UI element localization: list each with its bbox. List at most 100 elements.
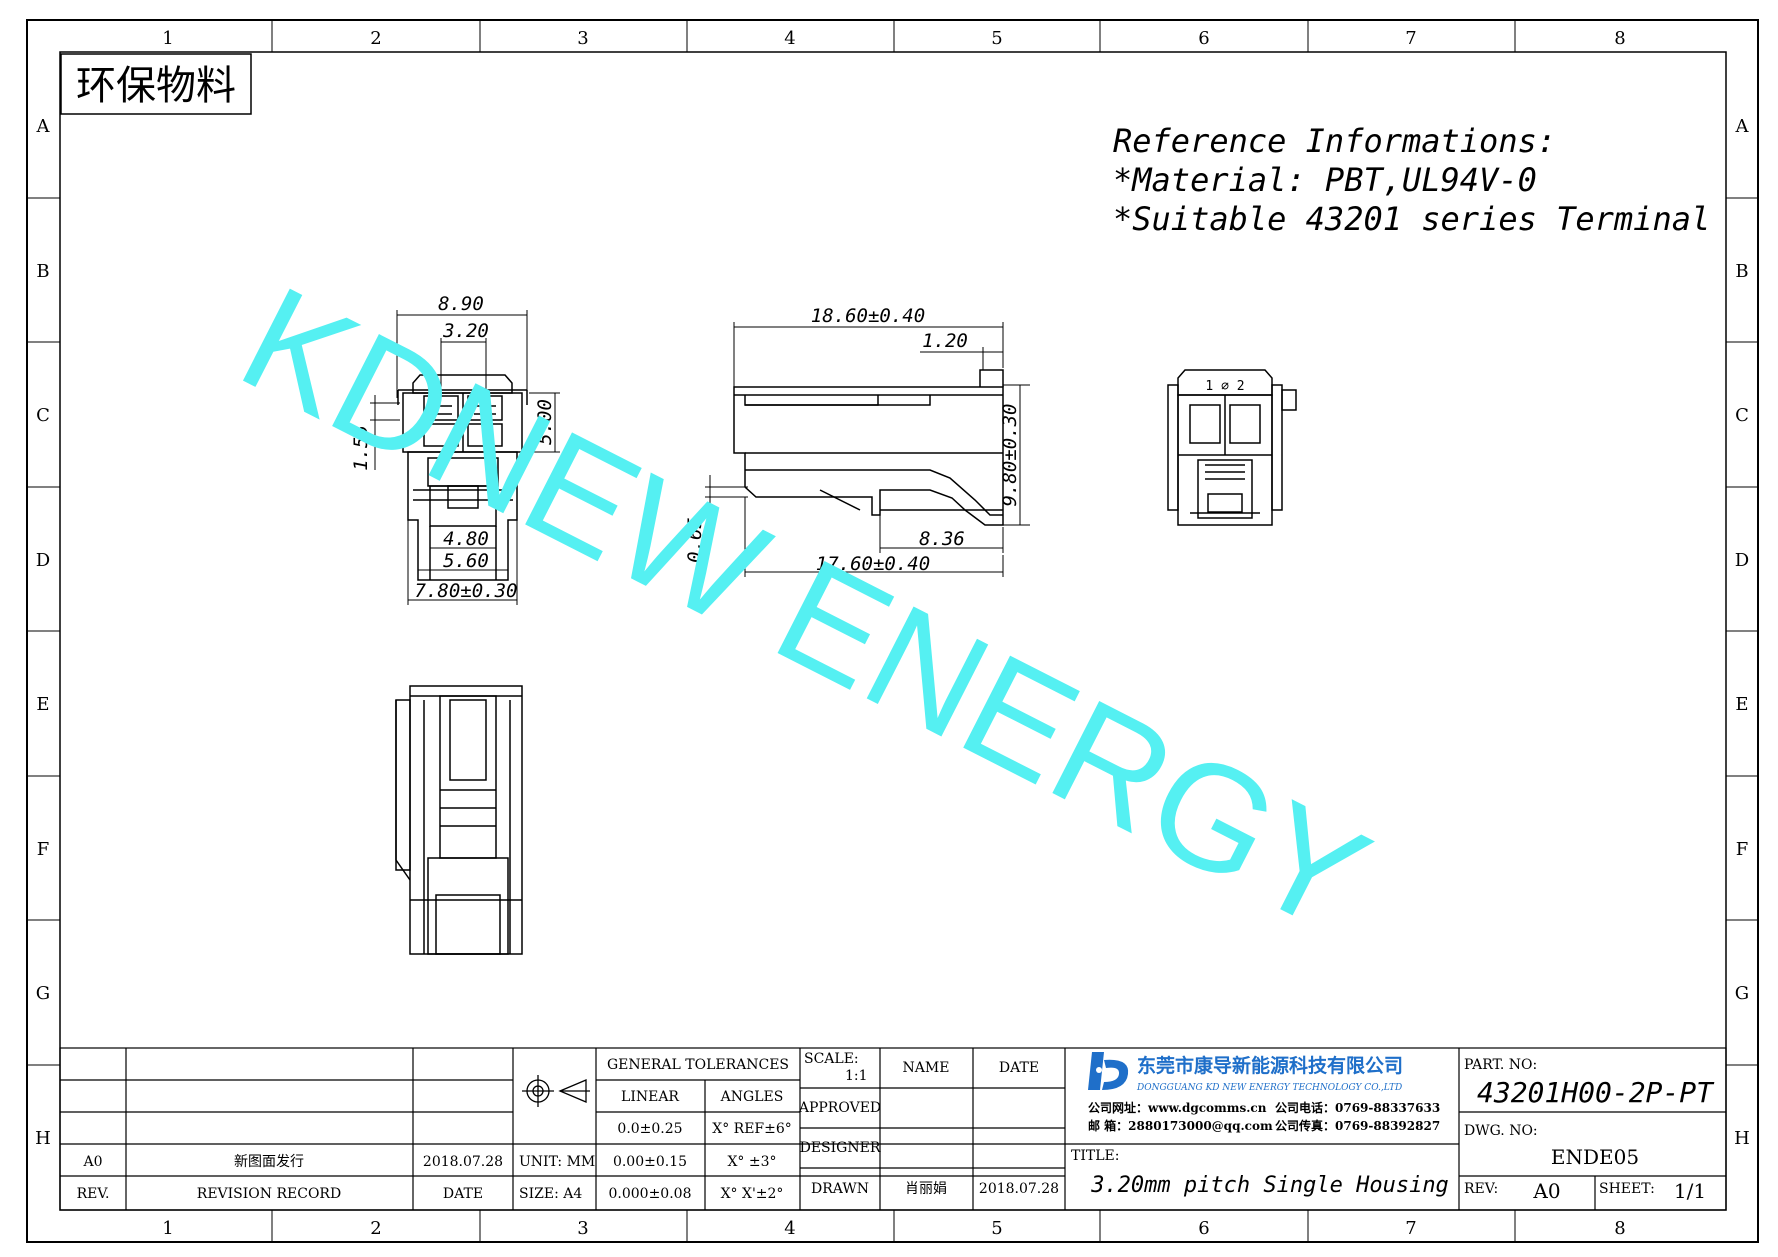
dwg-number: ENDE05 [1551, 1145, 1639, 1169]
zone-row-E-right: E [1735, 694, 1748, 715]
zone-col-6-top: 6 [1198, 28, 1209, 49]
company-block: 东莞市康导新能源科技有限公司 DONGGUANG KD NEW ENERGY T… [1088, 1052, 1440, 1133]
size-label: SIZE: A4 [519, 1186, 582, 1202]
company-name-en: DONGGUANG KD NEW ENERGY TECHNOLOGY CO.,L… [1136, 1083, 1402, 1093]
side-view [733, 369, 1004, 526]
sheet-value: 1/1 [1674, 1179, 1706, 1203]
company-fax: 公司传真：0769-88392827 [1275, 1118, 1440, 1133]
dim-side-length: 18.60±0.40 [811, 305, 925, 327]
company-phone: 公司电话：0769-88337633 [1275, 1100, 1440, 1115]
zone-col-2-bottom: 2 [370, 1218, 381, 1239]
reference-terminal: *Suitable 43201 series Terminal [1113, 200, 1710, 238]
revision-row-record: 新图面发行 [234, 1154, 304, 1170]
tolerance-angle-3: X° X'±2° [721, 1186, 784, 1202]
zone-col-4-bottom: 4 [784, 1218, 795, 1239]
tolerances-header: GENERAL TOLERANCES [607, 1057, 789, 1073]
front-view-dim-labels: 8.90 3.20 4.80 5.60 7.80±0.30 5.00 1.55 [350, 293, 556, 602]
company-email: 邮 箱：2880173000@qq.com [1088, 1118, 1273, 1133]
zone-col-6-bottom: 6 [1198, 1218, 1209, 1239]
dwg-no-label: DWG. NO: [1464, 1123, 1538, 1139]
part-number: 43201H00-2P-PT [1477, 1076, 1715, 1109]
zone-col-4-top: 4 [784, 28, 795, 49]
front-view [397, 374, 528, 581]
zone-row-E-left: E [36, 694, 49, 715]
watermark: KDNEW ENERGY [217, 254, 1392, 964]
reference-notes: Reference Informations: *Material: PBT,U… [1113, 122, 1710, 238]
zone-col-1-bottom: 1 [162, 1218, 173, 1239]
rear-view [1167, 369, 1297, 526]
revision-row-rev: A0 [82, 1154, 102, 1170]
date-column-header: DATE [443, 1186, 483, 1202]
side-view-dimensions [705, 322, 1030, 577]
zone-row-G-left: G [36, 983, 50, 1004]
zone-col-8-bottom: 8 [1614, 1218, 1625, 1239]
zone-col-5-bottom: 5 [991, 1218, 1002, 1239]
zone-row-B-right: B [1735, 261, 1748, 282]
tolerance-linear-1: 0.0±0.25 [617, 1121, 682, 1137]
sheet-label: SHEET: [1599, 1181, 1655, 1197]
dim-front-mid: 5.60 [443, 550, 489, 572]
name-header: NAME [903, 1060, 950, 1076]
zone-row-C-left: C [36, 405, 50, 426]
zone-col-5-top: 5 [991, 28, 1002, 49]
rev-column-header: REV. [77, 1186, 110, 1202]
dim-side-base: 17.60±0.40 [816, 553, 930, 575]
company-website: 公司网址：www.dgcomms.cn [1088, 1100, 1267, 1115]
zone-row-B-left: B [36, 261, 49, 282]
title-label: TITLE: [1071, 1148, 1119, 1164]
rear-view-cavity-marks: 1 ⌀ 2 [1205, 379, 1244, 394]
units-cells: UNIT: MM SIZE: A4 [519, 1154, 595, 1202]
zone-row-F-right: F [1736, 839, 1749, 860]
dim-side-tab: 1.20 [922, 330, 968, 352]
zone-col-3-bottom: 3 [577, 1218, 588, 1239]
tolerances-block: GENERAL TOLERANCES LINEAR ANGLES 0.0±0.2… [607, 1057, 792, 1202]
projection-symbol-icon [522, 1075, 590, 1107]
zone-row-C-right: C [1735, 405, 1749, 426]
scale-value: 1:1 [845, 1068, 868, 1084]
dim-front-inner: 4.80 [443, 528, 489, 550]
zone-row-H-left: H [35, 1128, 51, 1149]
angles-header: ANGLES [720, 1089, 784, 1105]
approval-date-header: DATE [999, 1060, 1039, 1076]
zone-row-H-right: H [1734, 1128, 1750, 1149]
revision-table: A0 新图面发行 2018.07.28 REV. REVISION RECORD… [77, 1154, 504, 1202]
dim-front-offset: 1.55 [350, 425, 372, 471]
revision-row-date: 2018.07.28 [423, 1154, 503, 1170]
bottom-view [395, 685, 523, 955]
zone-col-7-top: 7 [1405, 28, 1416, 49]
company-name-cn: 东莞市康导新能源科技有限公司 [1137, 1054, 1403, 1077]
zone-row-A-left: A [36, 116, 51, 137]
rev-label: REV: [1464, 1181, 1498, 1197]
reference-heading: Reference Informations: [1113, 122, 1556, 160]
linear-header: LINEAR [621, 1089, 679, 1105]
tolerance-angle-2: X° ±3° [727, 1154, 776, 1170]
side-view-dim-labels: 18.60±0.40 1.20 8.36 17.60±0.40 9.80±0.3… [684, 305, 1021, 575]
tolerance-angle-1: X° REF±6° [712, 1121, 792, 1137]
zone-labels: 1 2 3 4 5 6 7 8 1 2 3 4 5 6 7 8 A B C D … [35, 28, 1750, 1239]
scale-label: SCALE: [804, 1051, 859, 1067]
unit-label: UNIT: MM [519, 1154, 595, 1170]
dim-front-width: 8.90 [438, 293, 484, 315]
part-no-label: PART. NO: [1464, 1057, 1537, 1073]
title-value: 3.20mm pitch Single Housing [1090, 1173, 1449, 1198]
record-column-header: REVISION RECORD [197, 1186, 341, 1202]
zone-col-2-top: 2 [370, 28, 381, 49]
title-block [59, 1047, 1727, 1211]
drawn-name: 肖丽娟 [905, 1181, 947, 1197]
zone-row-A-right: A [1735, 116, 1750, 137]
dim-front-height: 5.00 [534, 399, 556, 445]
approvals-block: SCALE: 1:1 NAME DATE APPROVED DESIGNER D… [798, 1051, 1059, 1197]
eco-stamp: 环保物料 [60, 53, 252, 115]
dim-side-latch: 8.36 [919, 528, 965, 550]
eco-stamp-text: 环保物料 [76, 63, 236, 109]
zone-row-F-left: F [37, 839, 50, 860]
drawn-label: DRAWN [811, 1181, 869, 1197]
designer-label: DESIGNER [800, 1140, 881, 1156]
zone-col-3-top: 3 [577, 28, 588, 49]
dim-side-height: 9.80±0.30 [999, 404, 1021, 507]
company-logo-icon [1088, 1052, 1129, 1090]
zone-col-8-top: 8 [1614, 28, 1625, 49]
title-cell: TITLE: 3.20mm pitch Single Housing [1071, 1148, 1449, 1198]
rev-value: A0 [1532, 1179, 1560, 1203]
